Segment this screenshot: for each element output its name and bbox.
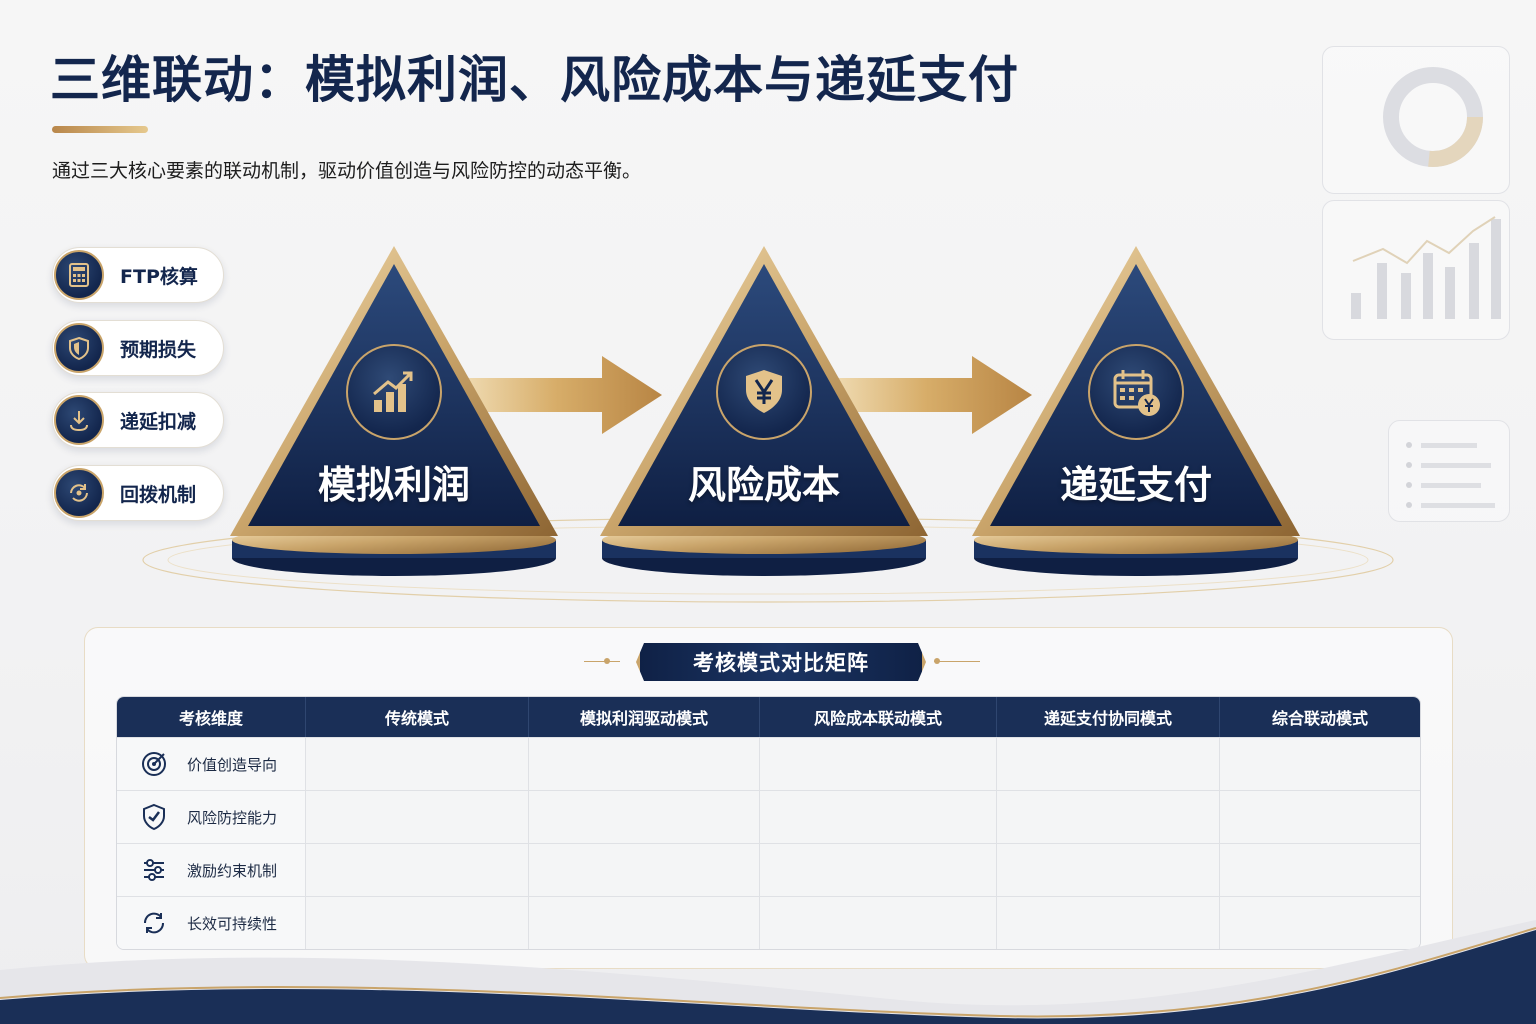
matrix-cell [760,896,997,949]
dimension-label: 风险防控能力 [187,808,278,827]
matrix-cell [529,896,760,949]
yen-shield-icon [716,344,812,440]
sliders-icon [139,855,169,885]
flow-step-label: 递延支付 [1059,463,1212,507]
matrix-header-row: 考核维度 传统模式 模拟利润驱动模式 风险成本联动模式 递延支付协同模式 综合联… [117,697,1420,737]
column-header: 传统模式 [306,697,529,737]
cycle-icon [54,468,104,518]
matrix-cell [997,737,1220,790]
side-item-ftp[interactable]: FTP核算 [52,247,224,303]
flow-arrow-2 [820,356,1032,434]
decor-bar-chart-card [1322,200,1510,340]
side-item-label: 递延扣减 [120,410,197,433]
matrix-cell [306,843,529,896]
banner-line-left [584,661,620,662]
matrix-cell [997,896,1220,949]
calendar-coin-icon [1088,344,1184,440]
column-header: 综合联动模式 [1220,697,1420,737]
shield-check-icon [139,802,169,832]
side-item-label: 回拨机制 [120,483,197,506]
comparison-matrix: 考核维度 传统模式 模拟利润驱动模式 风险成本联动模式 递延支付协同模式 综合联… [116,696,1421,950]
decor-list-card [1388,420,1510,522]
matrix-title: 考核模式对比矩阵 [693,651,869,675]
banner-dot-right [934,658,940,664]
dimension-cell: 风险防控能力 [117,790,306,843]
matrix-cell [997,790,1220,843]
matrix-cell [306,737,529,790]
dimension-cell: 长效可持续性 [117,896,306,949]
growth-chart-icon [346,344,442,440]
dimension-label: 价值创造导向 [187,755,278,774]
dimension-cell: 激励约束机制 [117,843,306,896]
banner-dot-left [604,658,610,664]
dimension-label: 长效可持续性 [187,914,278,933]
matrix-cell [760,843,997,896]
matrix-cell [529,737,760,790]
list-icon [1406,442,1495,508]
matrix-cell [760,790,997,843]
page-title: 三维联动：模拟利润、风险成本与递延支付 [50,51,1019,109]
download-arrow-icon [54,395,104,445]
flow-arrow-1 [450,356,662,434]
matrix-cell [306,790,529,843]
table-row: 风险防控能力 [117,790,1420,843]
table-row: 激励约束机制 [117,843,1420,896]
title-underline [52,126,148,133]
flow-step-label: 风险成本 [687,463,840,507]
target-icon [139,749,169,779]
calculator-icon [54,250,104,300]
side-item-clawback[interactable]: 回拨机制 [52,465,224,521]
matrix-cell [1220,843,1420,896]
side-item-label: 预期损失 [120,338,197,361]
decor-donut-card [1322,46,1510,194]
side-item-deferred-deduction[interactable]: 递延扣减 [52,392,224,448]
matrix-cell [529,790,760,843]
banner-line-right [934,661,980,662]
column-header: 考核维度 [117,697,306,737]
matrix-cell [529,843,760,896]
matrix-cell [1220,896,1420,949]
matrix-cell [997,843,1220,896]
side-item-label: FTP核算 [120,265,198,288]
donut-chart-icon [1383,67,1483,167]
column-header: 模拟利润驱动模式 [529,697,760,737]
bar-chart-icon [1351,216,1501,319]
page-subtitle: 通过三大核心要素的联动机制，驱动价值创造与风险防控的动态平衡。 [52,160,642,182]
flow-step-label: 模拟利润 [317,463,470,507]
column-header: 递延支付协同模式 [997,697,1220,737]
table-row: 价值创造导向 [117,737,1420,790]
table-row: 长效可持续性 [117,896,1420,949]
flow-step-simulated-profit[interactable]: 模拟利润 [224,240,564,585]
flow-step-risk-cost[interactable]: 风险成本 [594,240,934,585]
dimension-label: 激励约束机制 [187,861,278,880]
matrix-cell [1220,790,1420,843]
shield-icon [54,323,104,373]
matrix-cell [306,896,529,949]
column-header: 风险成本联动模式 [760,697,997,737]
matrix-cell [1220,737,1420,790]
refresh-icon [139,908,169,938]
flow-step-deferred-payment[interactable]: 递延支付 [966,240,1306,585]
matrix-title-banner: 考核模式对比矩阵 [636,643,926,681]
bottom-wave-decoration [0,920,1536,1024]
matrix-cell [760,737,997,790]
side-item-expected-loss[interactable]: 预期损失 [52,320,224,376]
dimension-cell: 价值创造导向 [117,737,306,790]
